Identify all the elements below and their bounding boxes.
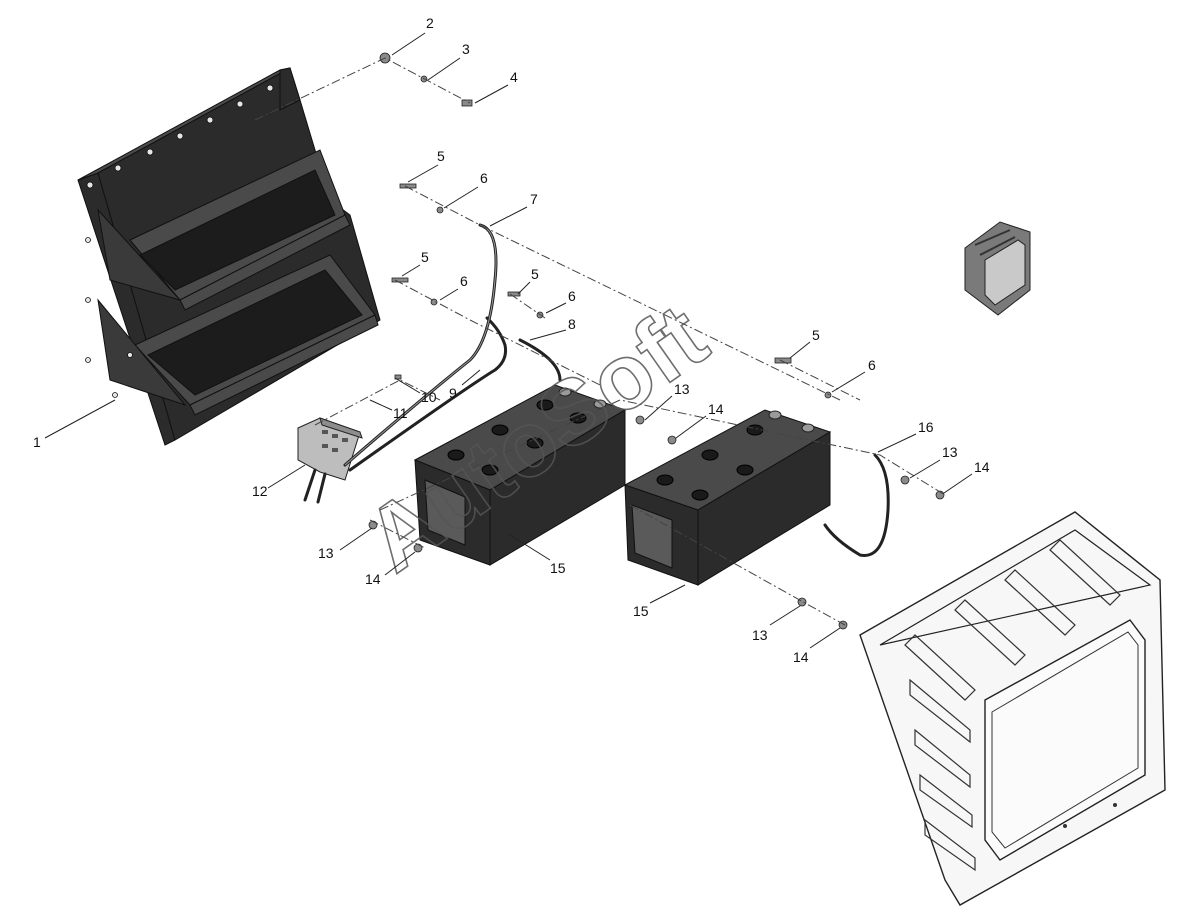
callout-leaders	[44, 32, 973, 649]
callout-15: 15	[633, 603, 649, 619]
battery-cover	[859, 511, 1166, 906]
callout-14: 14	[974, 459, 990, 475]
callout-14: 14	[365, 571, 381, 587]
callout-14: 14	[708, 401, 724, 417]
callout-5: 5	[421, 249, 429, 265]
callout-14: 14	[793, 649, 809, 665]
callout-2: 2	[426, 15, 434, 31]
callout-13: 13	[674, 381, 690, 397]
callout-12: 12	[252, 483, 268, 499]
battery-left	[413, 384, 627, 566]
callout-3: 3	[462, 41, 470, 57]
callout-5: 5	[812, 327, 820, 343]
assembly-lines	[254, 57, 946, 626]
callout-7: 7	[530, 191, 538, 207]
callout-6: 6	[460, 273, 468, 289]
callout-10: 10	[421, 389, 437, 405]
callout-labels: 2 3 4 5 6 7 5 6 5 6 8 9 10 11 1 12 13 14…	[33, 15, 990, 665]
callout-1: 1	[33, 434, 41, 450]
callout-13: 13	[942, 444, 958, 460]
inset-view	[964, 221, 1031, 316]
callout-5: 5	[437, 148, 445, 164]
battery-rack	[77, 67, 381, 446]
callout-4: 4	[510, 69, 518, 85]
callout-8: 8	[568, 316, 576, 332]
callout-16: 16	[918, 419, 934, 435]
callout-6: 6	[868, 357, 876, 373]
hardware	[368, 52, 945, 630]
battery-right	[623, 409, 832, 586]
callout-11: 11	[393, 405, 408, 421]
callout-13: 13	[752, 627, 768, 643]
callout-6: 6	[480, 170, 488, 186]
callout-5: 5	[531, 266, 539, 282]
callout-6: 6	[568, 288, 576, 304]
callout-13: 13	[318, 545, 334, 561]
callout-9: 9	[449, 385, 457, 401]
cable-16	[823, 453, 890, 557]
callout-15: 15	[550, 560, 566, 576]
